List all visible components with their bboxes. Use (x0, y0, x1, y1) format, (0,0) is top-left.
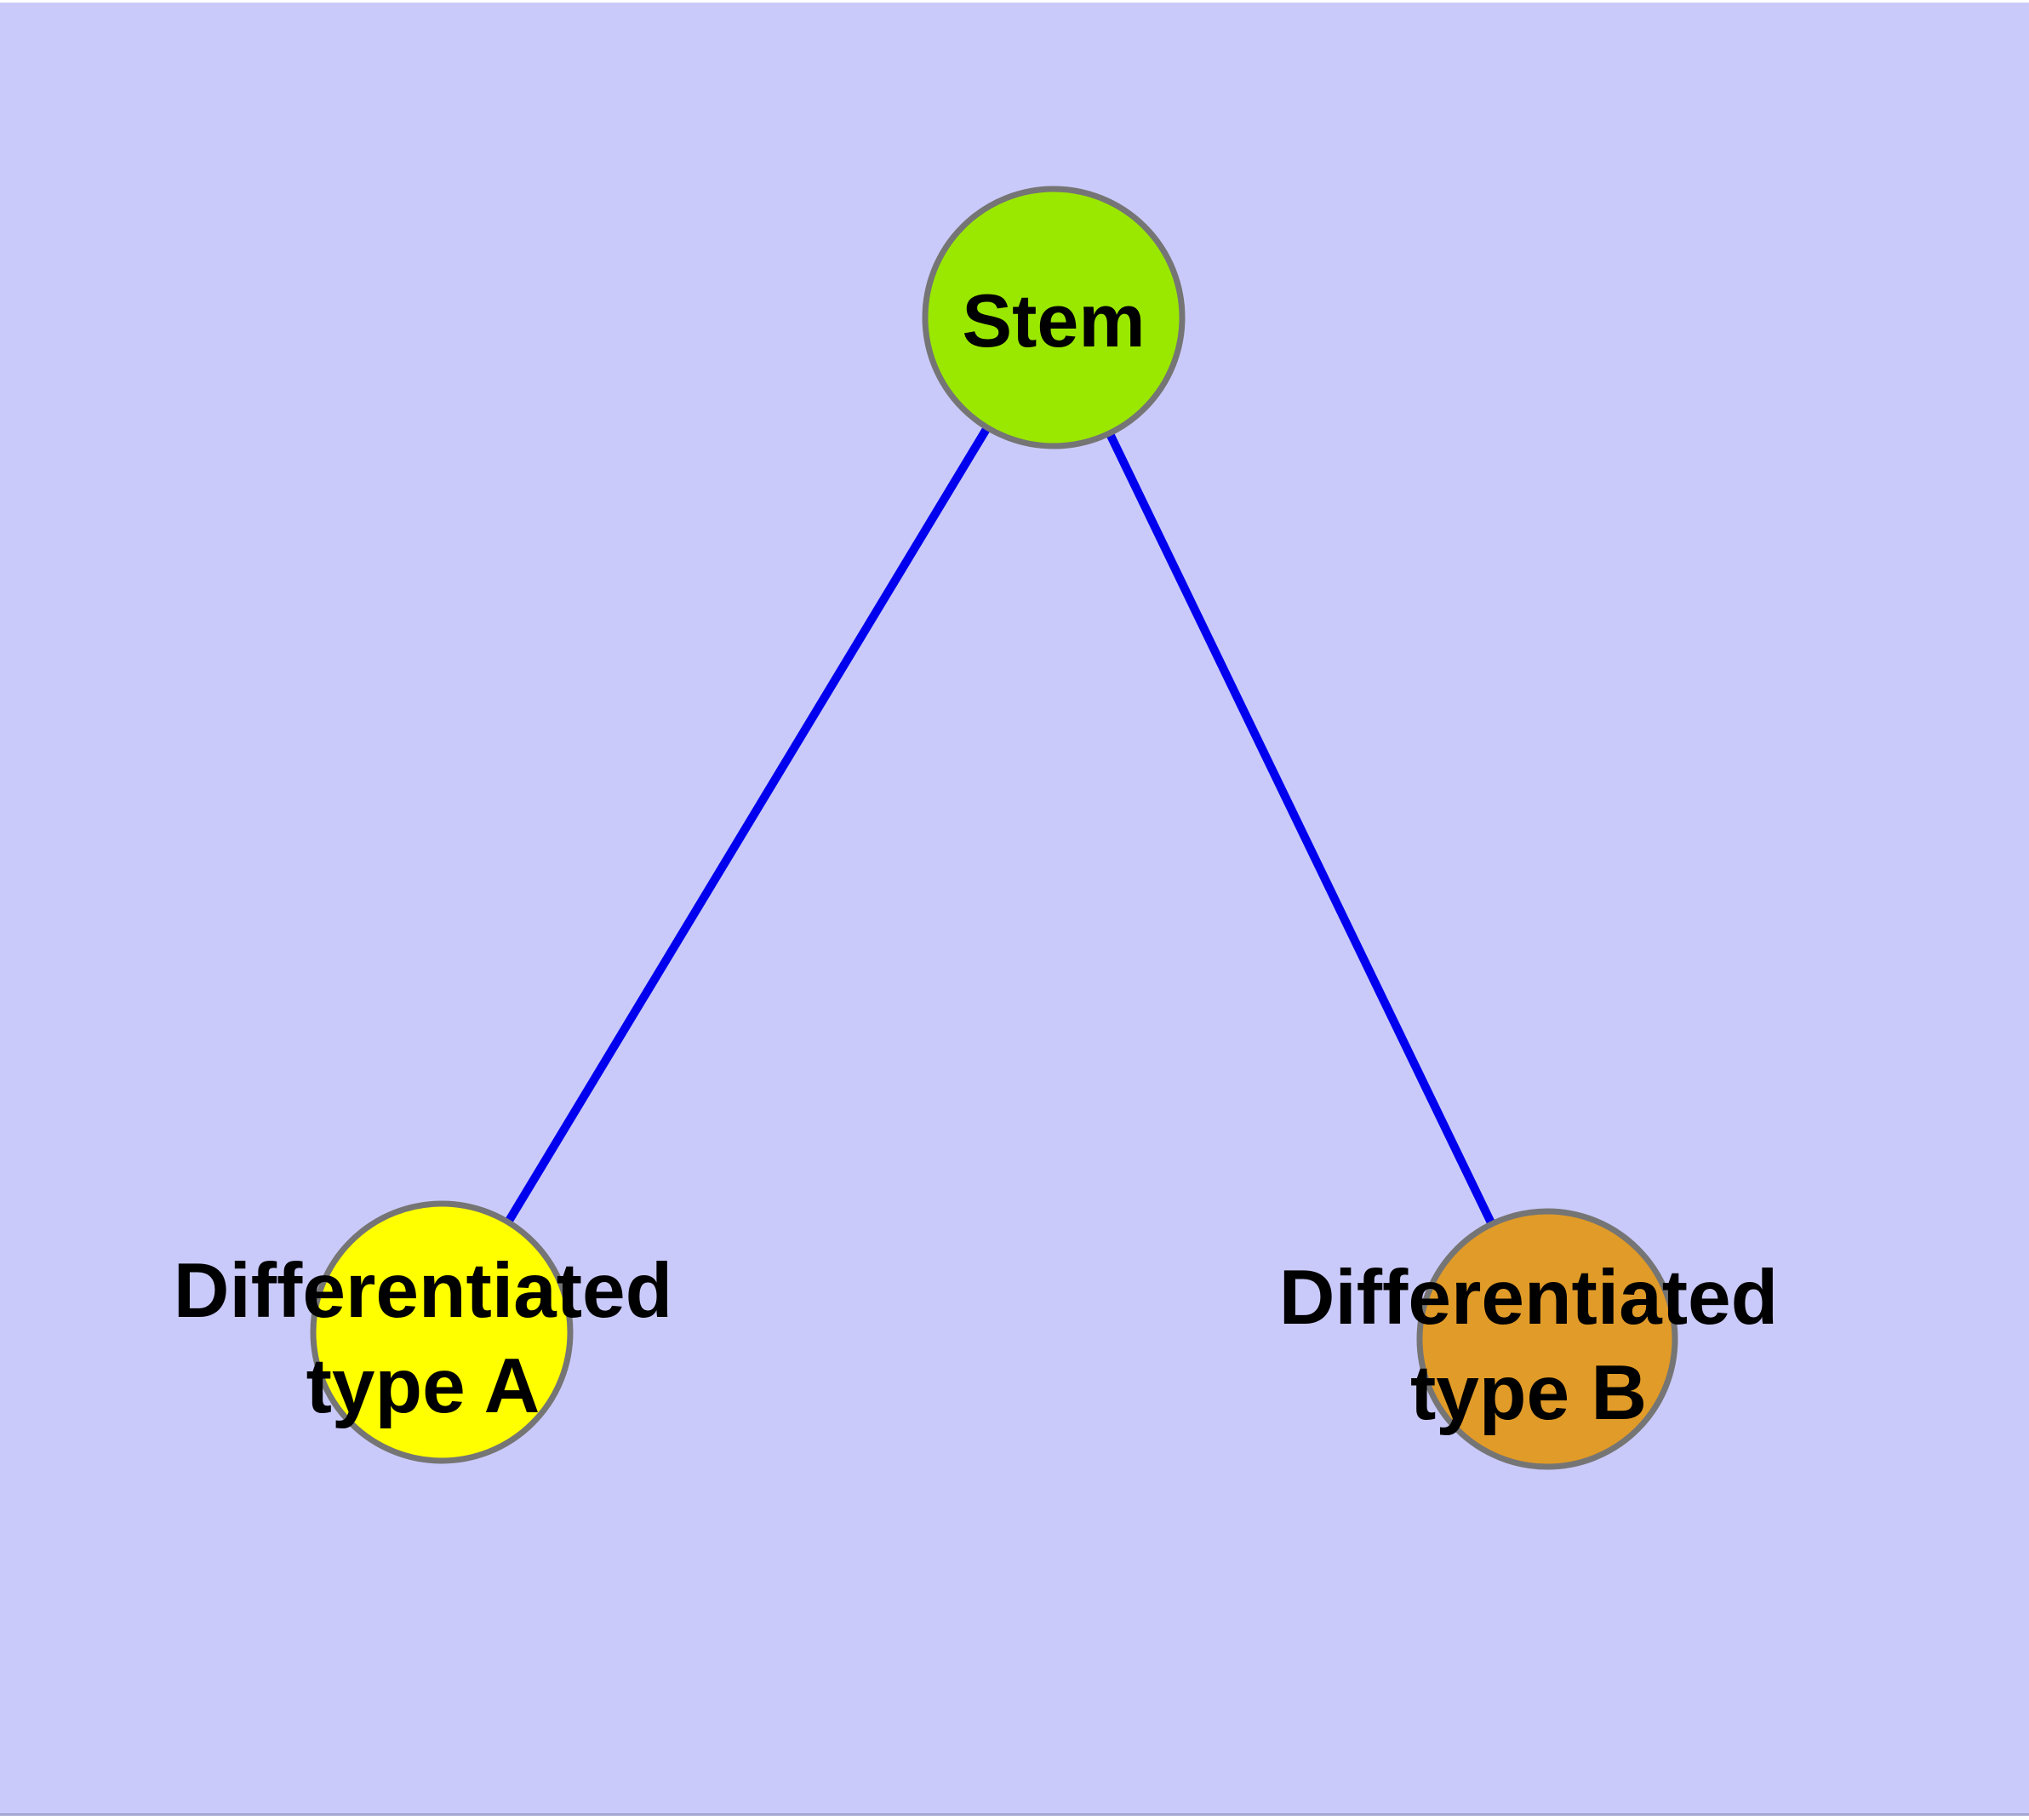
canvas-bottom-edge (0, 1813, 2029, 1816)
edge-stem-to-type-b (1049, 315, 1552, 1342)
stem-node-label: Stem (962, 278, 1145, 363)
node-differentiated-type-b: Differentiated type B (1279, 1208, 1779, 1470)
type-a-node-label-line2: type A (306, 1343, 540, 1429)
stem-node-circle (922, 186, 1186, 449)
node-stem: Stem (922, 186, 1186, 449)
type-b-node-circle (1416, 1208, 1678, 1470)
type-a-node-label-line1: Differentiated (174, 1248, 673, 1334)
type-b-node-label-line2: type B (1410, 1350, 1647, 1436)
type-a-node-circle (310, 1200, 574, 1464)
edge-layer (437, 315, 1552, 1342)
type-b-node-label-line1: Differentiated (1279, 1255, 1779, 1341)
node-differentiated-type-a: Differentiated type A (174, 1200, 673, 1464)
edge-stem-to-type-a (437, 315, 1058, 1335)
